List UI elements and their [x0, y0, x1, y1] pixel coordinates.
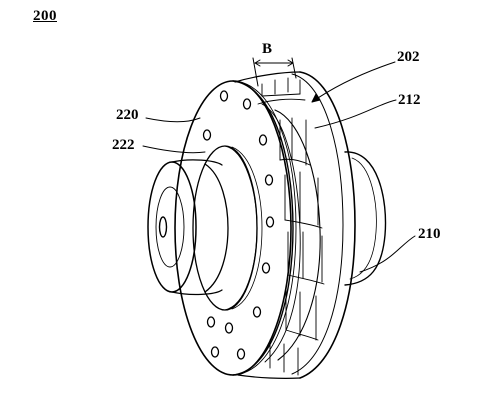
label-222: 222	[112, 137, 135, 153]
front-shaft	[147, 159, 229, 296]
label-220: 220	[116, 107, 139, 123]
leader-lines	[142, 61, 416, 273]
raised-boss	[192, 145, 263, 311]
segmented-ring	[234, 71, 325, 379]
dimension-b	[252, 57, 297, 87]
label-210: 210	[418, 226, 441, 242]
label-b: B	[262, 41, 273, 57]
label-202: 202	[397, 49, 420, 65]
figure-number: 200	[33, 8, 57, 24]
back-flange	[291, 71, 356, 379]
label-212: 212	[398, 92, 421, 108]
front-flange	[174, 80, 297, 376]
